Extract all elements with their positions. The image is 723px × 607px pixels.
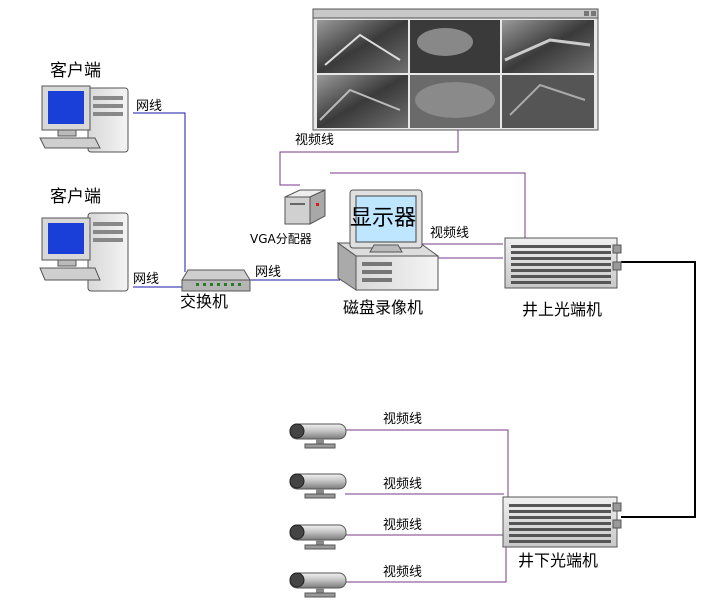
client-bottom-label: 客户端 (50, 187, 101, 207)
video-wall-monitor (312, 8, 599, 131)
video-cable-dvr-label: 视频线 (430, 226, 470, 241)
camera-3 (289, 524, 347, 550)
underground-optical-label: 井下光端机 (518, 551, 599, 570)
monitor-label: 显示器 (350, 206, 417, 231)
camera-2 (289, 473, 347, 499)
client-pc-top (39, 85, 129, 153)
client-pc-bottom (39, 212, 129, 292)
video-cables (279, 130, 526, 583)
camera-4 (289, 572, 347, 598)
underground-optical-transceiver (502, 496, 622, 548)
surface-optical-label: 井上光端机 (522, 300, 603, 319)
camera-1 (289, 423, 347, 449)
dvr-workstation (336, 189, 440, 291)
video-line-vga-optical (330, 172, 526, 240)
switch-label: 交换机 (180, 292, 229, 311)
video-line-cam1 (345, 429, 509, 498)
camera-feed-grid (317, 20, 594, 128)
video-line-monitor-vga (279, 130, 459, 186)
vga-splitter-device (284, 189, 326, 225)
video-line-cam4 (345, 545, 507, 583)
surface-optical-transceiver (504, 237, 622, 289)
video-cable-monitor-label: 视频线 (295, 133, 335, 148)
camera-cable-label-3: 视频线 (383, 518, 423, 533)
camera-cable-label-4: 视频线 (383, 565, 423, 580)
client-top-label: 客户端 (50, 61, 101, 81)
net-cable-bottom-label: 网线 (133, 272, 160, 287)
net-line-client-top (133, 112, 186, 272)
dvr-label: 磁盘录像机 (343, 298, 424, 317)
camera-cable-label-1: 视频线 (383, 412, 423, 427)
camera-cable-label-2: 视频线 (383, 477, 423, 492)
network-switch (181, 269, 251, 292)
net-cable-top-label: 网线 (136, 99, 163, 114)
fiber-line (621, 261, 696, 518)
network-cables (133, 112, 340, 288)
net-cable-switch-label: 网线 (255, 265, 282, 280)
vga-splitter-label: VGA分配器 (250, 232, 312, 246)
